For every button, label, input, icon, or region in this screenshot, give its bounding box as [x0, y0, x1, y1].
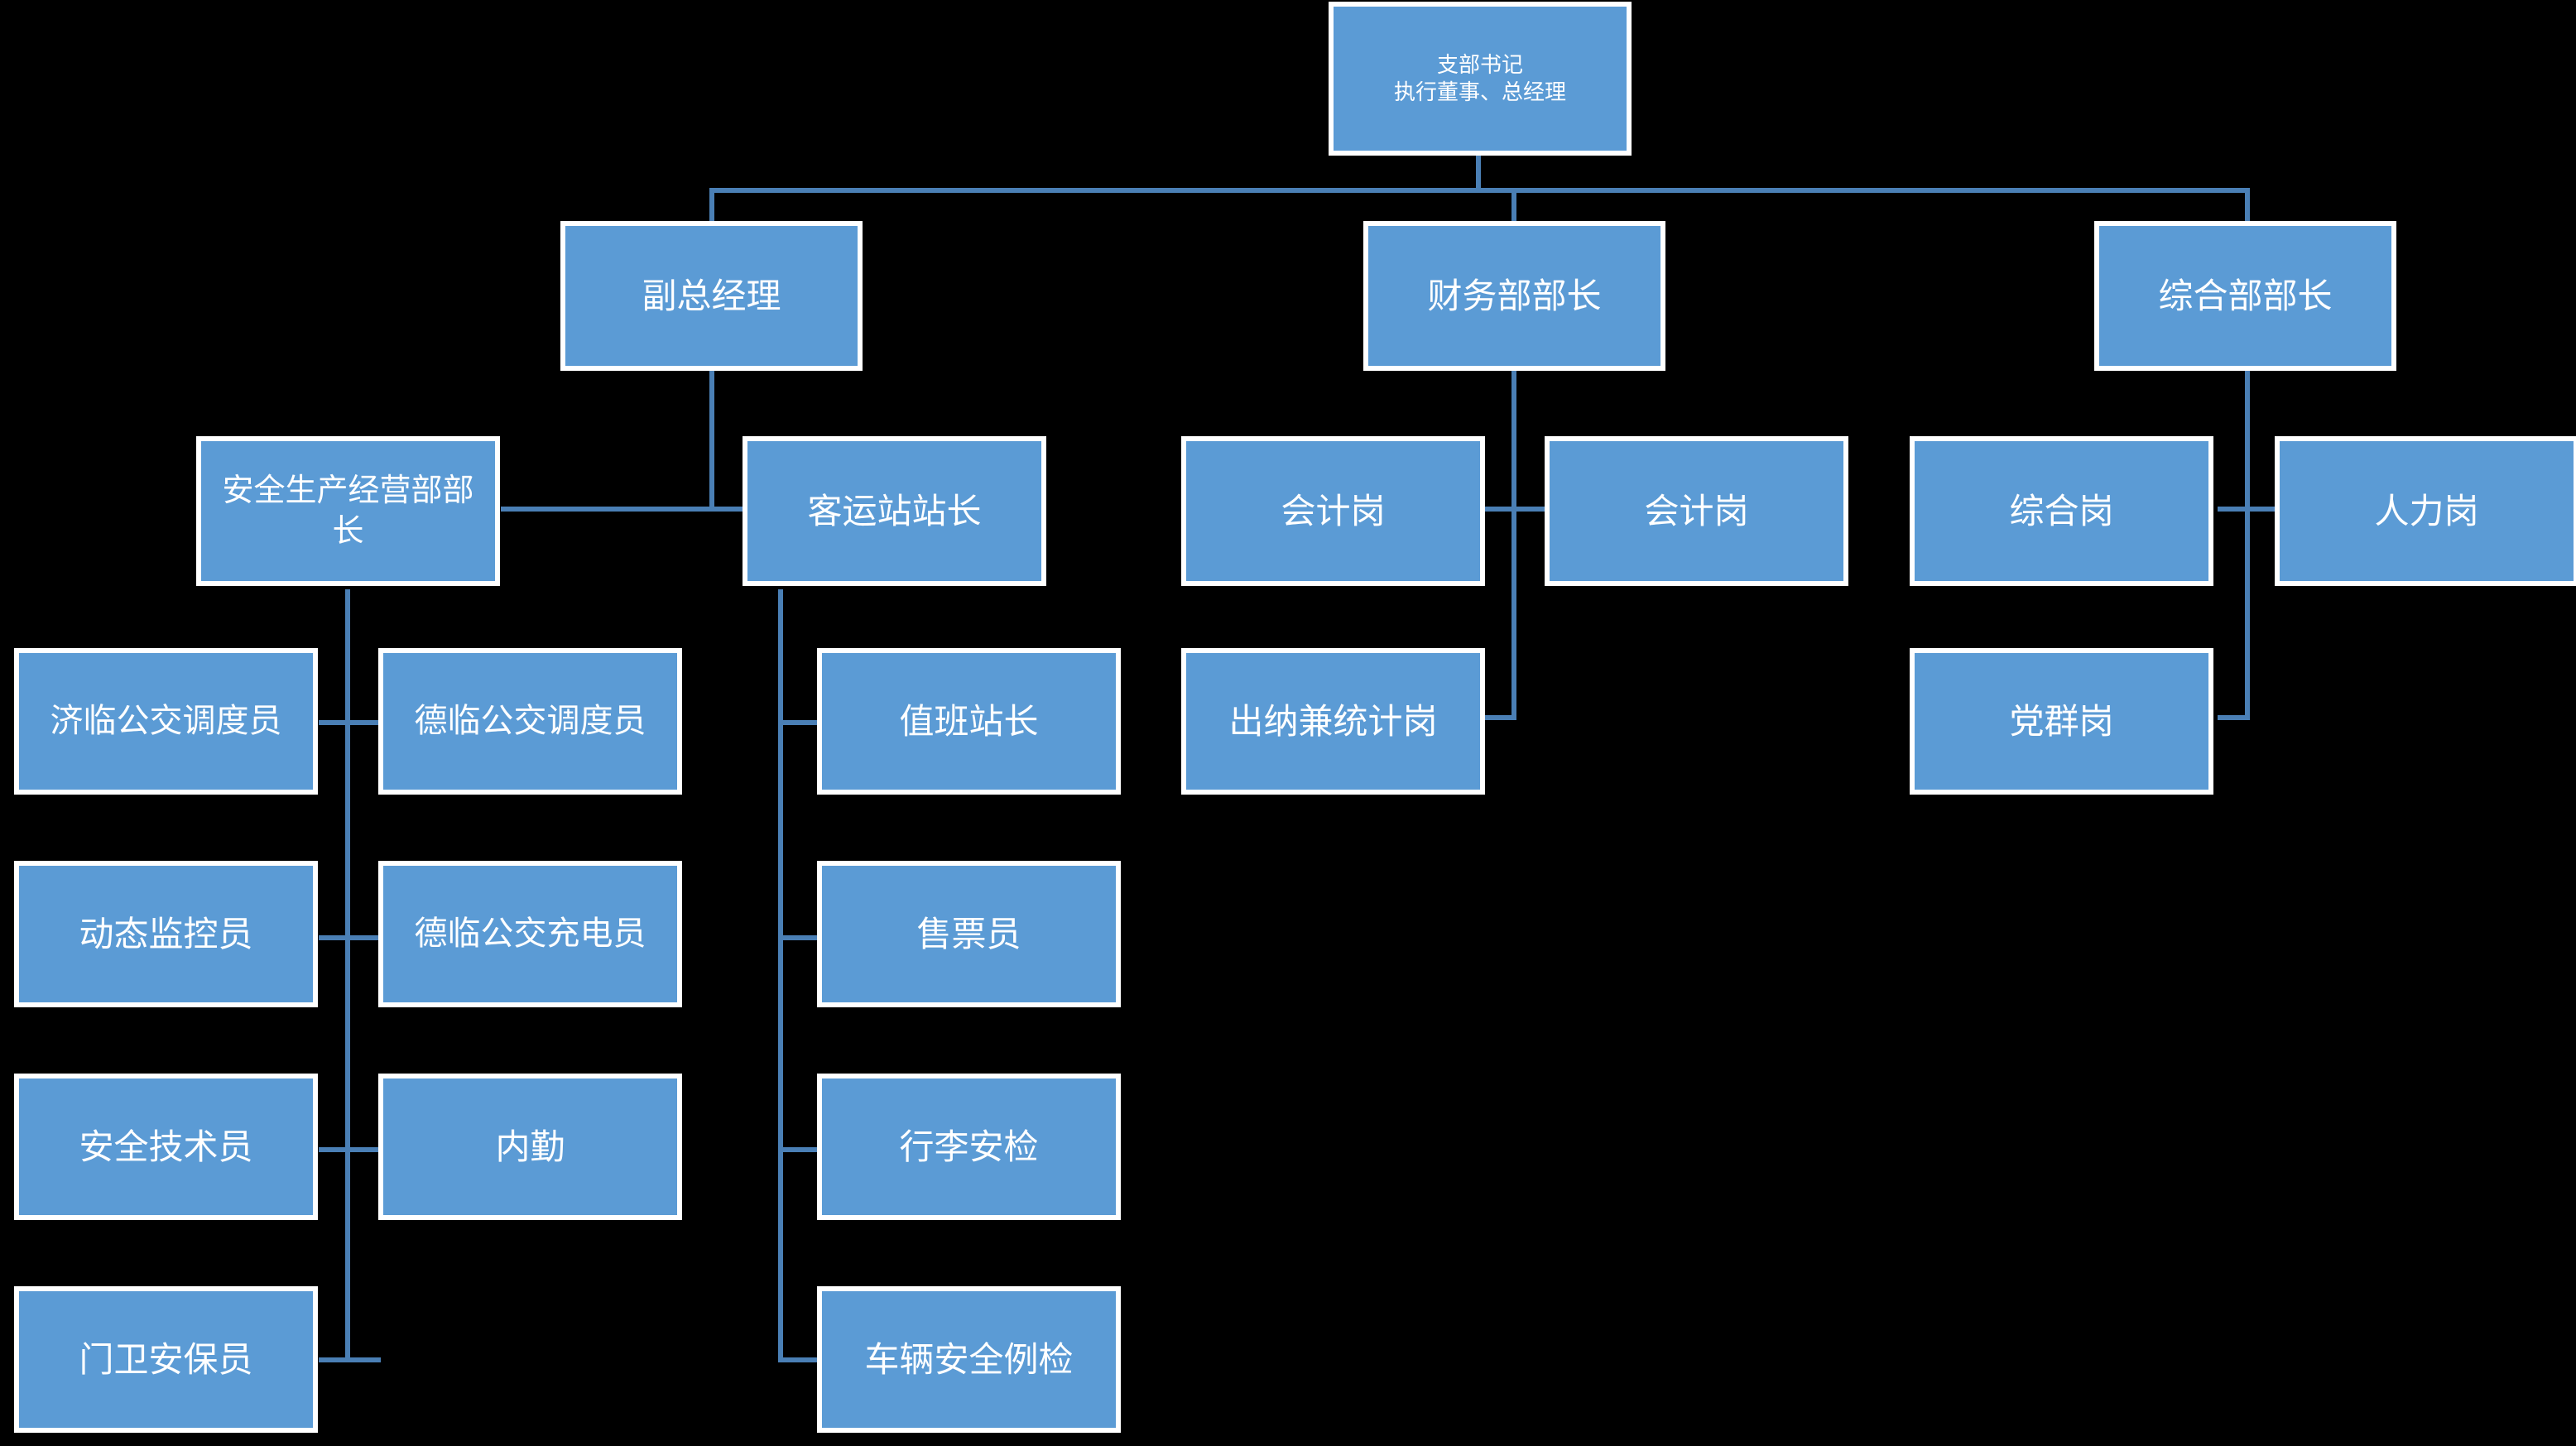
node-general-post-label: 综合岗: [2009, 491, 2114, 531]
node-baggage-security-label: 行李安检: [899, 1127, 1039, 1166]
connector-vicegm-stem: [709, 371, 714, 512]
node-finance-head[interactable]: 财务部部长: [1363, 221, 1665, 371]
connector-admin-spine: [2245, 371, 2250, 718]
node-cashier-stat[interactable]: 出纳兼统计岗: [1181, 648, 1485, 795]
node-party-post[interactable]: 党群岗: [1910, 648, 2213, 795]
node-jilin-dispatcher[interactable]: 济临公交调度员: [14, 648, 318, 795]
node-office-clerk-label: 内勤: [495, 1127, 565, 1166]
connector-finance-stub-cashier: [1484, 715, 1516, 720]
node-root-line2: 执行董事、总经理: [1393, 79, 1566, 104]
node-ticket-seller[interactable]: 售票员: [817, 861, 1121, 1007]
node-gate-guard[interactable]: 门卫安保员: [14, 1286, 318, 1433]
node-root-text: 支部书记 执行董事、总经理: [1340, 51, 1620, 107]
node-delin-dispatcher[interactable]: 德临公交调度员: [378, 648, 682, 795]
node-station-head[interactable]: 客运站站长: [743, 436, 1046, 586]
node-party-post-label: 党群岗: [2009, 701, 2114, 741]
node-accountant-1-label: 会计岗: [1281, 491, 1386, 531]
node-dynamic-monitor-label: 动态监控员: [79, 914, 253, 954]
node-finance-head-label: 财务部部长: [1427, 276, 1602, 315]
node-safety-technician-label: 安全技术员: [79, 1127, 253, 1166]
connector-station-stub-1: [778, 720, 832, 725]
connector-safety-stub-3: [319, 1147, 381, 1152]
node-vehicle-inspection-label: 车辆安全例检: [864, 1339, 1074, 1379]
node-admin-head-label: 综合部部长: [2158, 276, 2333, 315]
node-duty-station-master-label: 值班站长: [899, 701, 1039, 741]
connector-finance-stub-acct: [1484, 507, 1567, 512]
connector-station-stub-4: [778, 1357, 832, 1362]
node-accountant-2[interactable]: 会计岗: [1545, 436, 1848, 586]
node-safety-head-label: 安全生产经营部部长: [222, 473, 474, 549]
node-baggage-security[interactable]: 行李安检: [817, 1074, 1121, 1220]
connector-station-stub-2: [778, 935, 832, 940]
node-delin-dispatcher-label: 德临公交调度员: [414, 702, 646, 739]
connector-safety-stub-2: [319, 935, 381, 940]
connector-drop-finance: [1511, 188, 1516, 221]
connector-safety-stub-4: [319, 1357, 381, 1362]
node-delin-charger[interactable]: 德临公交充电员: [378, 861, 682, 1007]
node-delin-charger-label: 德临公交充电员: [414, 915, 646, 952]
node-dynamic-monitor[interactable]: 动态监控员: [14, 861, 318, 1007]
node-accountant-2-label: 会计岗: [1644, 491, 1749, 531]
node-accountant-1[interactable]: 会计岗: [1181, 436, 1485, 586]
node-ticket-seller-label: 售票员: [916, 914, 1021, 954]
connector-admin-stub-party: [2218, 715, 2250, 720]
node-hr-post[interactable]: 人力岗: [2275, 436, 2576, 586]
node-hr-post-label: 人力岗: [2374, 491, 2479, 531]
node-vehicle-inspection[interactable]: 车辆安全例检: [817, 1286, 1121, 1433]
node-safety-head[interactable]: 安全生产经营部部长: [196, 436, 500, 586]
node-general-post[interactable]: 综合岗: [1910, 436, 2213, 586]
connector-station-spine: [778, 589, 783, 1362]
connector-safety-spine: [345, 589, 350, 1362]
connector-root-stem: [1476, 156, 1481, 193]
connector-drop-admin: [2245, 188, 2250, 221]
connector-drop-vice-gm: [709, 188, 714, 221]
connector-admin-stub-general: [2218, 507, 2300, 512]
connector-safety-stub-1: [319, 720, 381, 725]
node-safety-technician[interactable]: 安全技术员: [14, 1074, 318, 1220]
connector-finance-spine: [1511, 371, 1516, 718]
node-station-head-label: 客运站站长: [807, 491, 982, 531]
node-jilin-dispatcher-label: 济临公交调度员: [50, 702, 282, 739]
node-gate-guard-label: 门卫安保员: [79, 1339, 253, 1379]
node-office-clerk[interactable]: 内勤: [378, 1074, 682, 1220]
node-vice-gm[interactable]: 副总经理: [560, 221, 863, 371]
connector-vicegm-bus: [501, 507, 749, 512]
node-root[interactable]: 支部书记 执行董事、总经理: [1329, 2, 1632, 156]
node-cashier-stat-label: 出纳兼统计岗: [1228, 701, 1438, 741]
node-root-line1: 支部书记: [1436, 51, 1523, 77]
connector-root-bus: [709, 188, 2250, 193]
node-vice-gm-label: 副总经理: [642, 276, 781, 315]
node-admin-head[interactable]: 综合部部长: [2094, 221, 2396, 371]
node-duty-station-master[interactable]: 值班站长: [817, 648, 1121, 795]
connector-station-stub-3: [778, 1147, 832, 1152]
